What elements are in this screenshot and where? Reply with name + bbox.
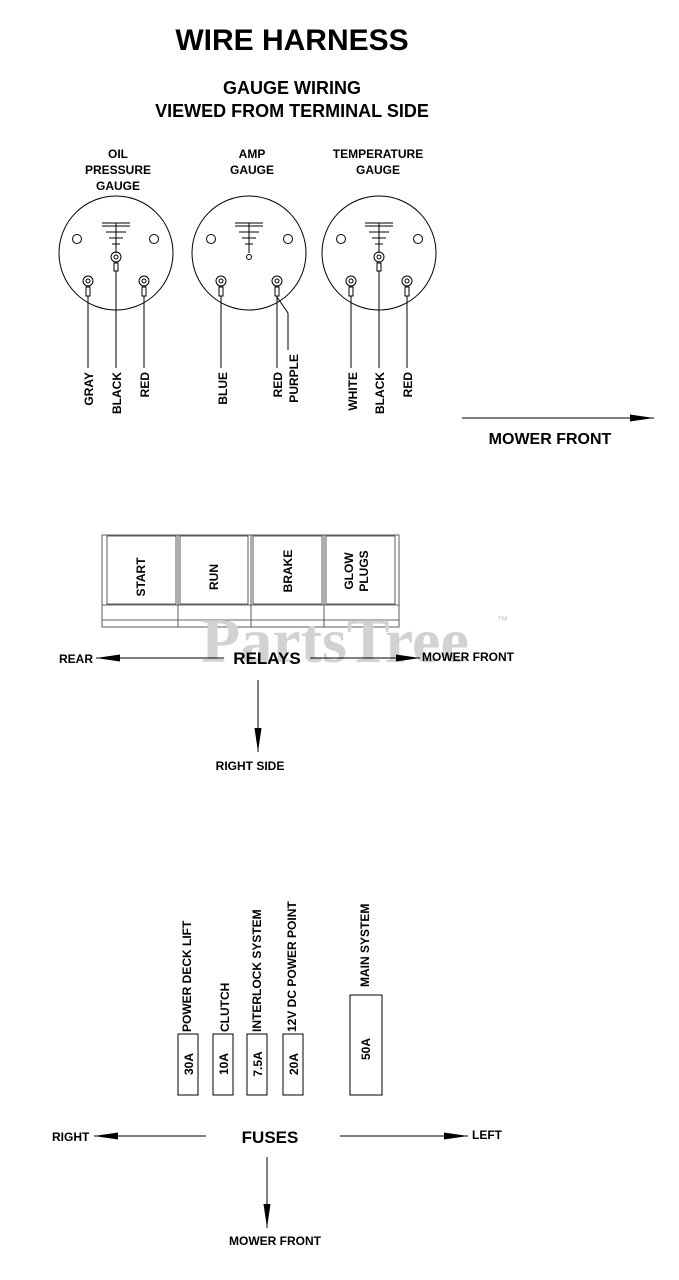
mounting-hole	[149, 234, 159, 244]
gauge-label-line: GAUGE	[96, 179, 140, 193]
ground-icon	[234, 222, 264, 254]
relay-label: PLUGS	[357, 550, 371, 591]
wire-label-black: BLACK	[373, 372, 387, 414]
amp-gauge: AMP GAUGE BLUE RED PURPLE	[191, 147, 307, 405]
fuse-name: CLUTCH	[218, 983, 232, 1032]
wire-label-red: RED	[271, 372, 285, 398]
fuse-body	[349, 994, 383, 1096]
gauge-direction-label: MOWER FRONT	[489, 431, 612, 448]
terminal[interactable]	[82, 275, 94, 287]
mounting-hole	[283, 234, 293, 244]
page-title: WIRE HARNESS	[175, 24, 408, 57]
gauge-heading-line1: GAUGE WIRING	[223, 78, 361, 98]
fuse-50a[interactable]: 50A MAIN SYSTEM	[349, 904, 383, 1096]
fuse-20a[interactable]: 20A 12V DC POWER POINT	[282, 901, 304, 1096]
fuse-rating: 20A	[287, 1053, 301, 1075]
fuses-label: FUSES	[242, 1128, 299, 1147]
terminal[interactable]	[215, 275, 227, 287]
relay-panel: START RUN BRAKE GLOW PLUGS	[101, 534, 400, 628]
gauge-body	[191, 195, 307, 311]
fuse-body	[246, 1033, 268, 1096]
wire-label-gray: GRAY	[82, 372, 96, 406]
mounting-hole	[72, 234, 82, 244]
relay-rear-label: REAR	[59, 652, 93, 666]
gauge-label-line: GAUGE	[230, 163, 274, 177]
relay-front-label: MOWER FRONT	[422, 650, 515, 664]
wire-label-white: WHITE	[346, 372, 360, 411]
mounting-hole	[206, 234, 216, 244]
relays-label: RELAYS	[233, 649, 300, 668]
relay-panel-frame	[101, 534, 400, 628]
gauge-label-line: GAUGE	[356, 163, 400, 177]
center-hole	[246, 254, 252, 260]
gauge-label-line: PRESSURE	[85, 163, 151, 177]
fuse-body	[282, 1033, 304, 1096]
gauge-label-line: TEMPERATURE	[333, 147, 423, 161]
relay-run[interactable]: RUN	[179, 535, 252, 627]
gauge-label-line: AMP	[239, 147, 266, 161]
fuse-left-label: LEFT	[472, 1128, 503, 1142]
fuse-right-label: RIGHT	[52, 1130, 90, 1144]
terminal[interactable]	[138, 275, 150, 287]
wire-label-blue: BLUE	[216, 372, 230, 405]
oil-pressure-gauge: OIL PRESSURE GAUGE GRAY BLACK RED	[58, 147, 174, 414]
fuse-10a[interactable]: 10A CLUTCH	[212, 983, 234, 1096]
partstree-watermark: PartsTree	[201, 605, 469, 676]
relay-glow-plugs[interactable]: GLOW PLUGS	[325, 535, 396, 605]
relay-label: GLOW	[342, 552, 356, 590]
wire-label-purple: PURPLE	[287, 354, 301, 403]
fuse-body	[177, 1033, 199, 1096]
relay-label: START	[134, 557, 148, 597]
relay-label: BRAKE	[281, 550, 295, 593]
relay-down-label: RIGHT SIDE	[216, 759, 285, 773]
fuse-name: INTERLOCK SYSTEM	[250, 909, 264, 1032]
terminal[interactable]	[271, 275, 283, 287]
fuse-rating: 7.5A	[251, 1051, 265, 1077]
terminal[interactable]	[401, 275, 413, 287]
mounting-hole	[413, 234, 423, 244]
fuse-body	[212, 1033, 234, 1096]
wire-label-red: RED	[138, 372, 152, 398]
fuse-rating: 50A	[359, 1038, 373, 1060]
fuse-7-5a[interactable]: 7.5A INTERLOCK SYSTEM	[246, 909, 268, 1096]
watermark-tm: ™	[497, 615, 508, 627]
gauge-heading-line2: VIEWED FROM TERMINAL SIDE	[155, 101, 429, 121]
relay-start[interactable]: START	[106, 535, 179, 627]
fuse-name: 12V DC POWER POINT	[285, 901, 299, 1032]
terminal[interactable]	[345, 275, 357, 287]
fuse-rating: 30A	[182, 1053, 196, 1075]
relay-brake[interactable]: BRAKE	[252, 535, 325, 627]
wire-label-red: RED	[401, 372, 415, 398]
fuse-30a[interactable]: 30A POWER DECK LIFT	[177, 920, 199, 1096]
gauge-label-line: OIL	[108, 147, 128, 161]
terminal[interactable]	[110, 251, 122, 263]
ground-icon	[364, 222, 394, 254]
ground-icon	[101, 222, 131, 254]
relay-label: RUN	[207, 564, 221, 590]
mounting-hole	[336, 234, 346, 244]
fuse-name: POWER DECK LIFT	[180, 920, 194, 1032]
temperature-gauge: TEMPERATURE GAUGE WHITE BLACK RED	[321, 147, 437, 414]
fuse-rating: 10A	[217, 1053, 231, 1075]
wire-label-black: BLACK	[110, 372, 124, 414]
fuse-name: MAIN SYSTEM	[358, 904, 372, 987]
terminal[interactable]	[373, 251, 385, 263]
wire-lead-branch	[276, 296, 289, 350]
fuse-down-label: MOWER FRONT	[229, 1234, 322, 1248]
